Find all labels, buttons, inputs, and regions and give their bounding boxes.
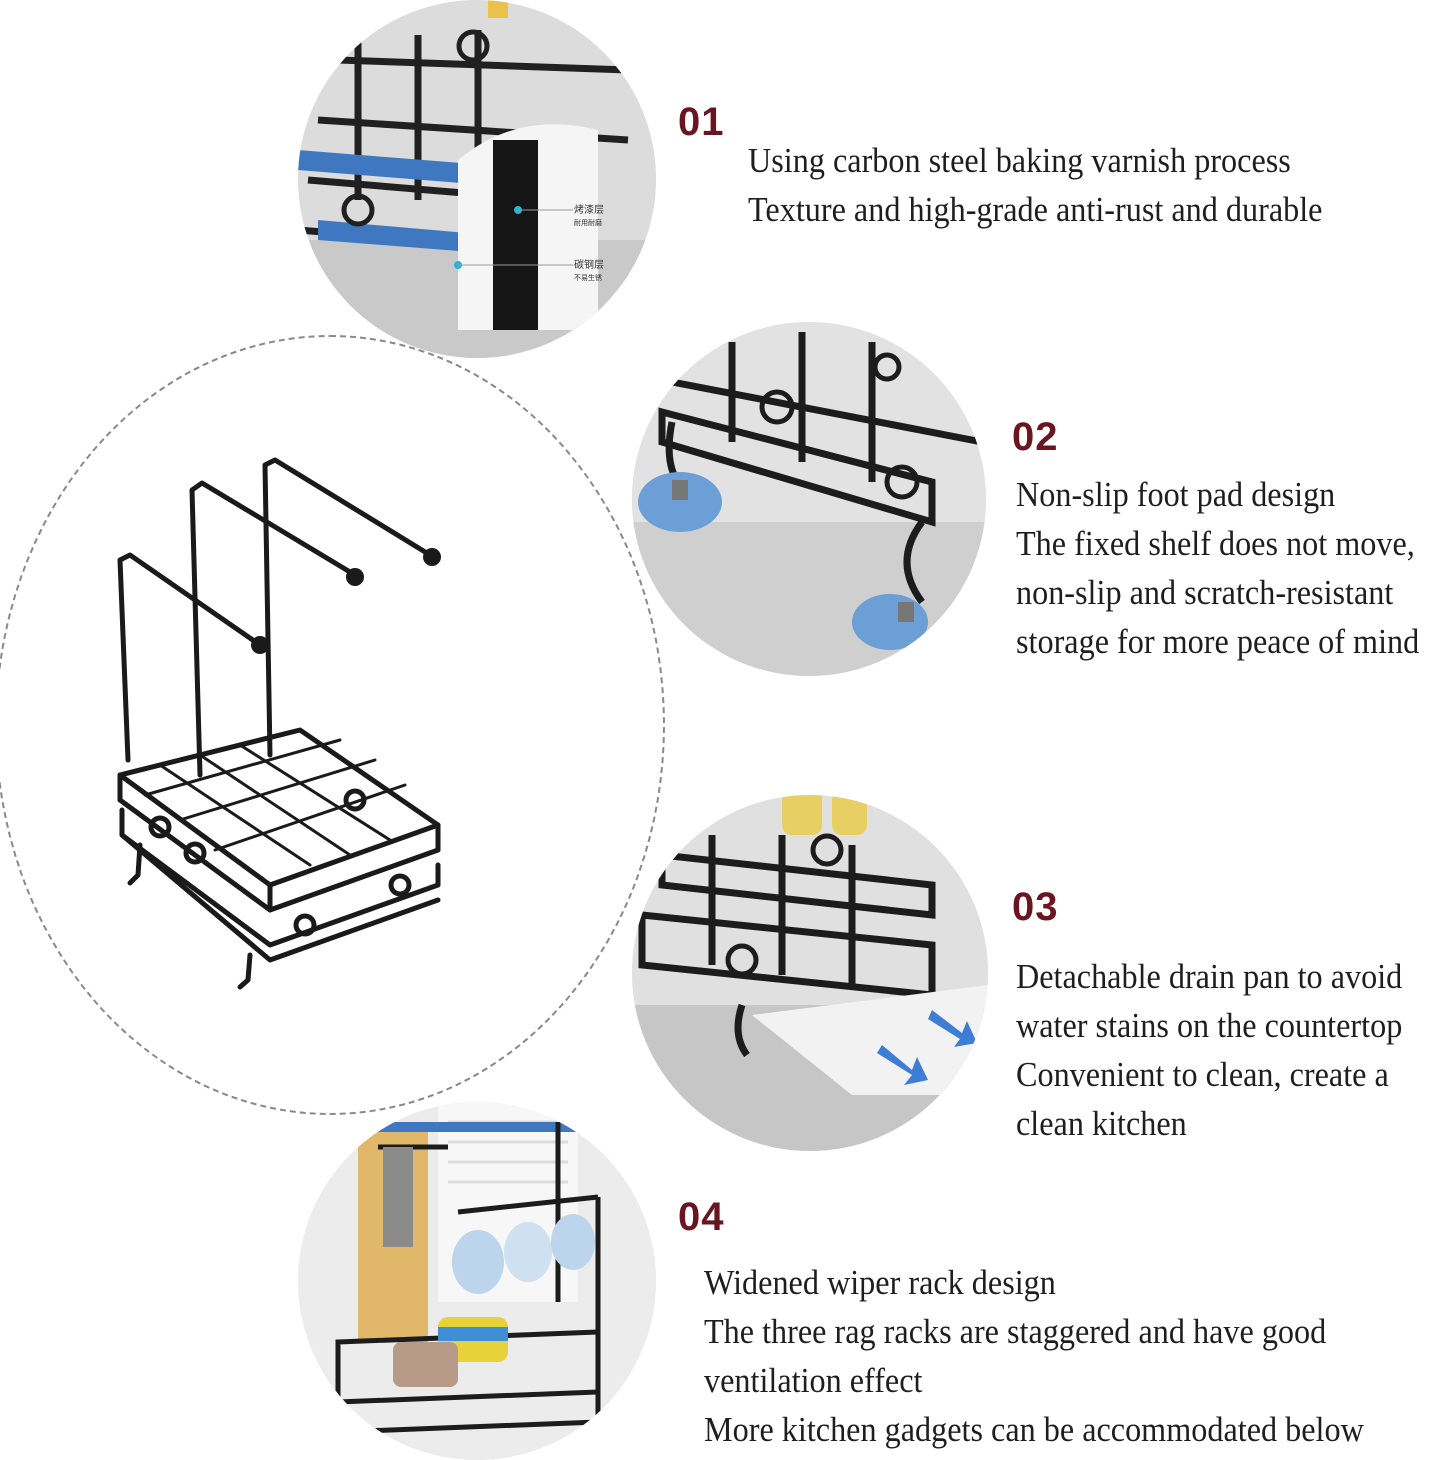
feature-line: Using carbon steel baking varnish proces… [748, 141, 1291, 180]
feature-line: Detachable drain pan to avoid [1016, 957, 1403, 996]
feature-number-04: 04 [678, 1195, 725, 1239]
rack-in-use-photo [298, 1102, 656, 1460]
inset-label-coating: 烤漆层 [574, 205, 604, 216]
inset-sublabel-coating: 耐用耐磨 [574, 219, 602, 227]
feature-line: clean kitchen [1016, 1104, 1187, 1143]
feature-number-02: 02 [1012, 415, 1059, 459]
feature-line: Convenient to clean, create a [1016, 1055, 1389, 1094]
foot-pad-closeup-photo [632, 322, 986, 676]
coating-closeup-photo: 烤漆层 耐用耐磨 碳钢层 不易生锈 [298, 0, 656, 358]
feature-line: Non-slip foot pad design [1016, 475, 1336, 514]
feature-description-04: Widened wiper rack design The three rag … [704, 1258, 1364, 1454]
feature-description-02: Non-slip foot pad design The fixed shelf… [1016, 470, 1419, 666]
feature-number-01: 01 [678, 100, 725, 144]
drain-pan-closeup-photo [632, 795, 988, 1151]
sink-caddy-rack-illustration [117, 457, 441, 990]
hero-dashed-ring [0, 335, 665, 1115]
feature-number-03: 03 [1012, 885, 1059, 929]
feature-line: Texture and high-grade anti-rust and dur… [748, 190, 1323, 229]
feature-description-01: Using carbon steel baking varnish proces… [748, 136, 1322, 234]
feature-line: storage for more peace of mind [1016, 622, 1420, 661]
feature-line: ventilation effect [704, 1361, 923, 1400]
feature-line: water stains on the countertop [1016, 1006, 1403, 1045]
feature-line: Widened wiper rack design [704, 1263, 1056, 1302]
inset-label-steel: 碳钢层 [574, 260, 604, 271]
feature-line: The fixed shelf does not move, [1016, 524, 1415, 563]
feature-line: non-slip and scratch-resistant [1016, 573, 1394, 612]
feature-line: More kitchen gadgets can be accommodated… [704, 1410, 1364, 1449]
feature-description-03: Detachable drain pan to avoid water stai… [1016, 952, 1402, 1148]
inset-sublabel-steel: 不易生锈 [574, 274, 602, 282]
feature-line: The three rag racks are staggered and ha… [704, 1312, 1327, 1351]
